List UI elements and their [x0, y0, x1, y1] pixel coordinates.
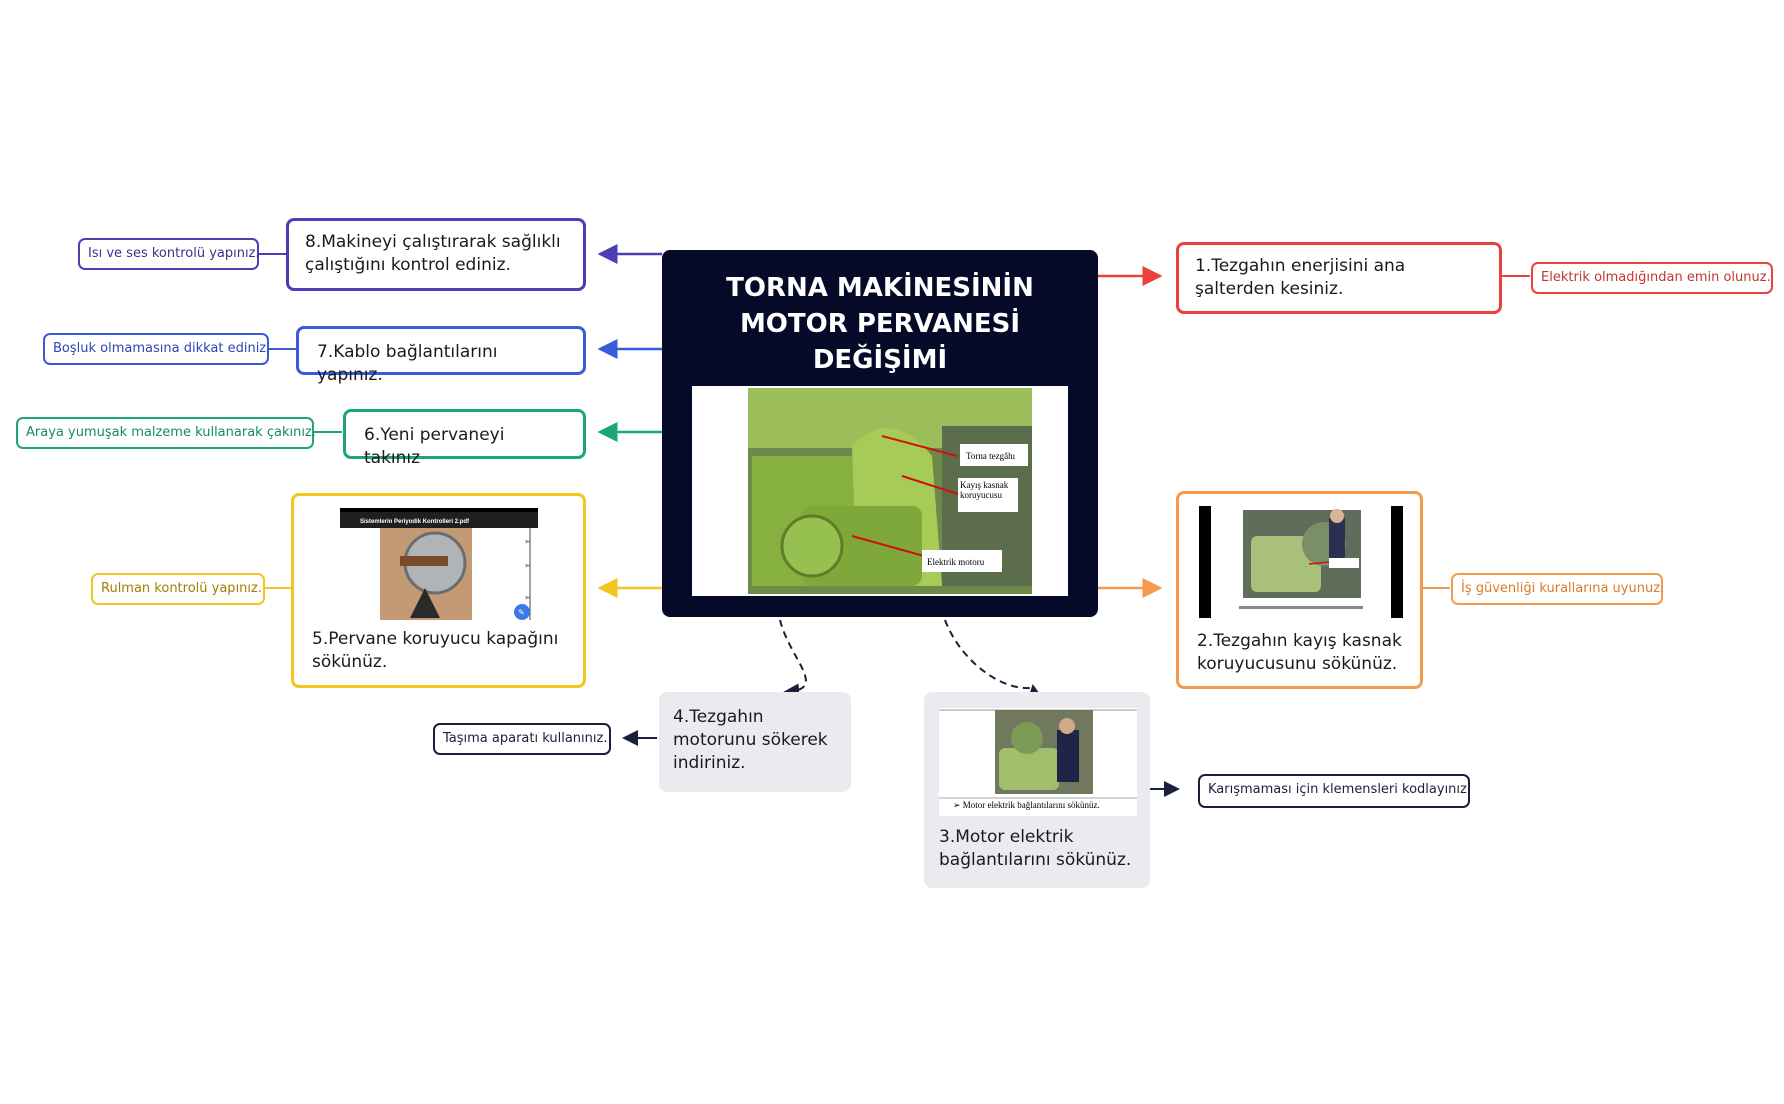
lathe-machine-photo: Torna tezgâhı Kayış kasnak koruyucusu El… [692, 386, 1068, 596]
central-title-line-2: MOTOR PERVANESİ [739, 309, 1021, 339]
step-8-node[interactable]: 8.Makineyi çalıştırarak sağlıklı çalıştı… [286, 218, 586, 291]
step-4-text: 4.Tezgahın motorunu sökerek indiriniz. [673, 707, 828, 773]
step-7-node[interactable]: 7.Kablo bağlantılarını yapınız. [296, 326, 586, 385]
step-2-node[interactable]: 2.Tezgahın kayış kasnak koruyucusunu sök… [1176, 491, 1423, 689]
belt-guard-removal-image [1199, 506, 1403, 618]
motor-wiring-image: ➢ Motor elektrik bağlantılarını sökünüz. [939, 708, 1137, 816]
step-3-thumbnail: ➢ Motor elektrik bağlantılarını sökünüz. [939, 708, 1137, 816]
photo-label-lathe: Torna tezgâhı [966, 451, 1016, 461]
step-3-image-caption: ➢ Motor elektrik bağlantılarını sökünüz. [953, 800, 1100, 810]
step-5-node[interactable]: Sistemlerin Periyodik Kontrolleri 2.pdf … [291, 493, 586, 688]
svg-text:➢: ➢ [524, 537, 531, 546]
step-5-note[interactable]: Rulman kontrolü yapınız. [91, 573, 265, 605]
pdf-title: Sistemlerin Periyodik Kontrolleri 2.pdf [360, 519, 470, 525]
central-title-line-1: TORNA MAKİNESİNİN [726, 273, 1034, 303]
pdf-viewer-screenshot: Sistemlerin Periyodik Kontrolleri 2.pdf … [340, 508, 538, 620]
connector-n3 [944, 619, 1044, 702]
step-4-node[interactable]: 4.Tezgahın motorunu sökerek indiriniz. [659, 692, 851, 792]
step-8-note[interactable]: Isı ve ses kontrolü yapınız. [78, 238, 260, 270]
step-2-text: 2.Tezgahın kayış kasnak koruyucusunu sök… [1197, 631, 1402, 674]
step-2-thumbnail [1199, 506, 1403, 618]
step-1-node[interactable]: 1.Tezgahın enerjisini ana şalterden kesi… [1176, 242, 1502, 314]
connector-n4 [779, 619, 807, 700]
svg-text:➢: ➢ [524, 561, 531, 570]
step-4-note[interactable]: Taşıma aparatı kullanınız. [433, 723, 611, 755]
central-topic[interactable]: TORNA MAKİNESİNİN MOTOR PERVANESİ DEĞİŞİ… [662, 250, 1098, 617]
central-title-line-3: DEĞİŞİMİ [812, 345, 948, 375]
step-3-text: 3.Motor elektrik bağlantılarını sökünüz. [939, 827, 1132, 870]
step-5-text: 5.Pervane koruyucu kapağını sökünüz. [312, 629, 559, 672]
step-8-text: 8.Makineyi çalıştırarak sağlıklı çalıştı… [305, 232, 561, 275]
step-3-node[interactable]: ➢ Motor elektrik bağlantılarını sökünüz.… [924, 692, 1150, 888]
step-6-text: 6.Yeni pervaneyi takınız [364, 425, 505, 468]
lathe-machine-image: Torna tezgâhı Kayış kasnak koruyucusu El… [748, 388, 1032, 594]
step-3-note[interactable]: Karışmaması için klemensleri kodlayınız. [1198, 774, 1471, 808]
step-2-note[interactable]: İş güvenliği kurallarına uyunuz. [1451, 573, 1664, 605]
svg-text:➢: ➢ [524, 593, 531, 602]
step-6-node[interactable]: 6.Yeni pervaneyi takınız [343, 409, 586, 468]
photo-label-belt-guard: Kayış kasnak koruyucusu [960, 480, 1009, 500]
svg-text:✎: ✎ [518, 608, 525, 617]
step-7-note[interactable]: Boşluk olmamasına dikkat ediniz. [43, 333, 270, 365]
step-1-note[interactable]: Elektrik olmadığından emin olunuz. [1531, 262, 1773, 294]
step-1-text: 1.Tezgahın enerjisini ana şalterden kesi… [1195, 256, 1406, 299]
central-topic-title: TORNA MAKİNESİNİN MOTOR PERVANESİ DEĞİŞİ… [662, 270, 1098, 378]
step-7-text: 7.Kablo bağlantılarını yapınız. [317, 342, 498, 385]
step-6-note[interactable]: Araya yumuşak malzeme kullanarak çakınız… [16, 417, 316, 449]
photo-label-motor: Elektrik motoru [927, 557, 985, 567]
step-5-thumbnail: Sistemlerin Periyodik Kontrolleri 2.pdf … [340, 508, 538, 620]
